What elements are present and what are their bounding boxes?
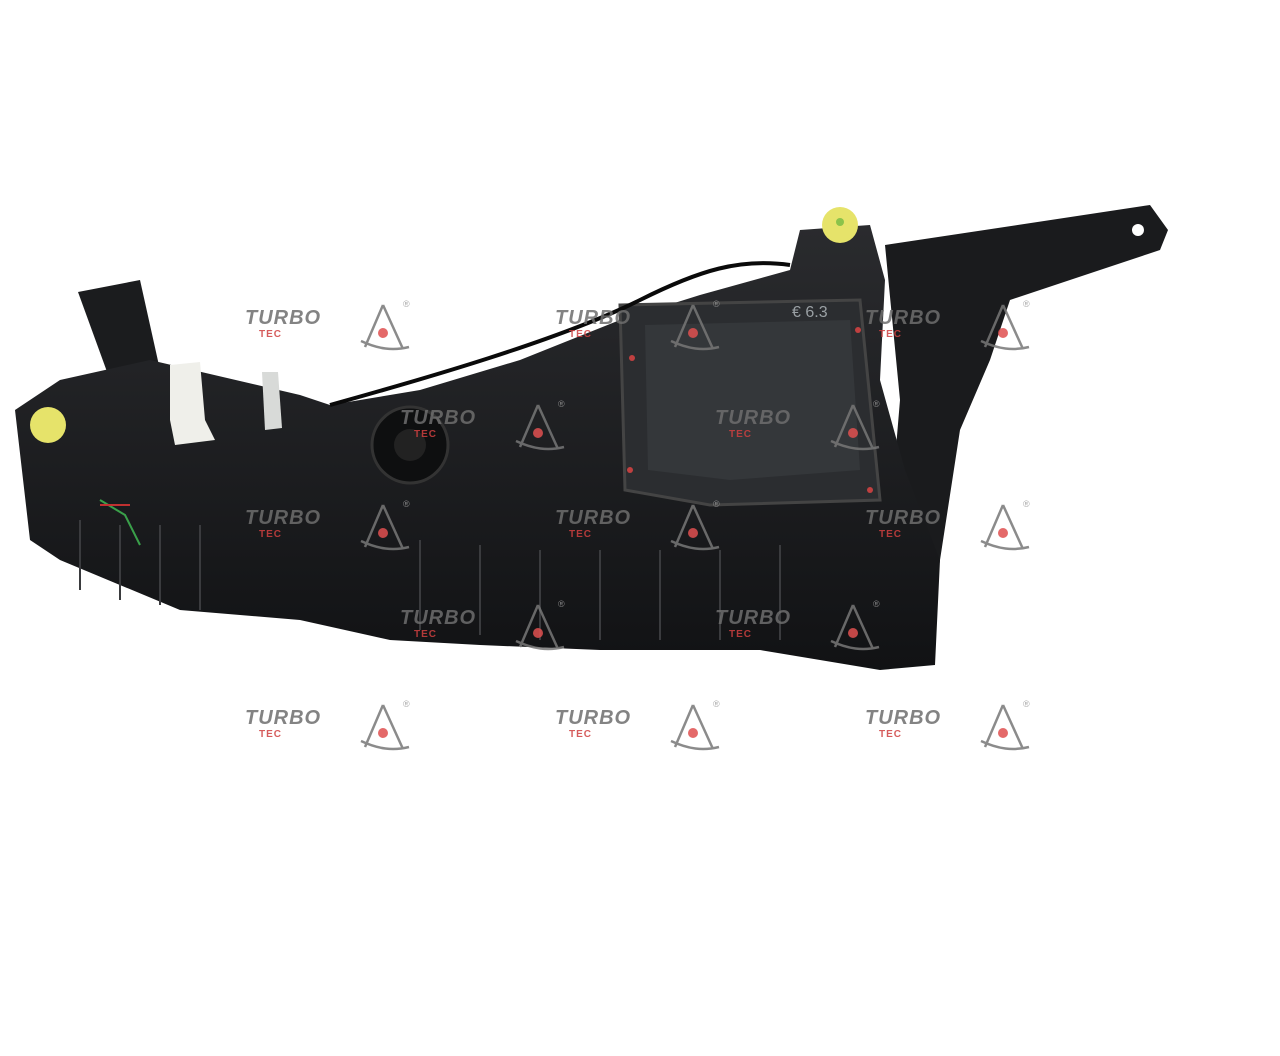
turbotec-watermark: TURBO TEC ® [865,299,1035,365]
watermark-registered: ® [713,499,720,509]
watermark-brand: TURBO [245,507,322,529]
turbotec-logo-icon [515,604,565,651]
turbotec-watermark: TURBO TEC ® [555,699,725,765]
watermark-sub: TEC [729,429,752,440]
watermark-sub: TEC [414,429,437,440]
watermark-brand: TURBO [400,407,477,429]
white-fitting [170,362,215,445]
watermark-brand: TURBO [555,307,632,329]
turbotec-watermark: TURBO TEC ® [245,699,415,765]
watermark-brand: TURBO [715,407,792,429]
watermark-registered: ® [1023,299,1030,309]
watermark-sub: TEC [259,729,282,740]
turbotec-logo-icon [980,704,1030,751]
turbotec-watermark: TURBO TEC ® [245,299,415,365]
watermark-brand: TURBO [715,607,792,629]
watermark-brand: TURBO [555,507,632,529]
watermark-sub: TEC [259,529,282,540]
bracket-hole [1132,224,1144,236]
watermark-sub: TEC [569,329,592,340]
turbotec-watermark: TURBO TEC ® [865,699,1035,765]
watermark-sub: TEC [414,629,437,640]
turbotec-watermark: TURBO TEC ® [400,599,570,665]
turbotec-watermark: TURBO TEC ® [555,299,725,365]
turbotec-logo-icon [360,704,410,751]
turbotec-logo-icon [360,504,410,551]
watermark-registered: ® [558,399,565,409]
yellow-cap-left [30,407,66,443]
watermark-registered: ® [1023,499,1030,509]
watermark-registered: ® [873,399,880,409]
watermark-registered: ® [873,599,880,609]
turbotec-logo-icon [670,504,720,551]
turbotec-logo-icon [830,604,880,651]
watermark-sub: TEC [569,729,592,740]
turbotec-logo-icon [980,504,1030,551]
watermark-registered: ® [558,599,565,609]
watermark-registered: ® [403,499,410,509]
turbotec-logo-icon [980,304,1030,351]
watermark-brand: TURBO [865,307,942,329]
turbotec-logo-icon [670,704,720,751]
watermark-brand: TURBO [555,707,632,729]
watermark-registered: ® [1023,699,1030,709]
watermark-sub: TEC [879,329,902,340]
watermark-brand: TURBO [400,607,477,629]
turbotec-watermark: TURBO TEC ® [715,599,885,665]
watermark-registered: ® [403,699,410,709]
watermark-brand: TURBO [245,707,322,729]
watermark-registered: ® [713,699,720,709]
watermark-registered: ® [713,299,720,309]
watermark-sub: TEC [569,529,592,540]
watermark-brand: TURBO [865,707,942,729]
turbotec-watermark: TURBO TEC ® [245,499,415,565]
watermark-brand: TURBO [865,507,942,529]
turbotec-watermark: TURBO TEC ® [400,399,570,465]
turbotec-watermark: TURBO TEC ® [555,499,725,565]
turbotec-logo-icon [670,304,720,351]
watermark-registered: ® [403,299,410,309]
watermark-sub: TEC [879,729,902,740]
watermark-sub: TEC [879,529,902,540]
turbotec-watermark: TURBO TEC ® [865,499,1035,565]
turbotec-watermark: TURBO TEC ® [715,399,885,465]
watermark-sub: TEC [729,629,752,640]
wiring-harness [329,261,791,407]
watermark-brand: TURBO [245,307,322,329]
left-bracket [78,280,160,380]
turbotec-logo-icon [360,304,410,351]
watermark-sub: TEC [259,329,282,340]
mounting-bracket [880,205,1168,665]
turbotec-logo-icon [830,404,880,451]
part-marking: € 6.3 [792,304,828,321]
turbotec-logo-icon [515,404,565,451]
